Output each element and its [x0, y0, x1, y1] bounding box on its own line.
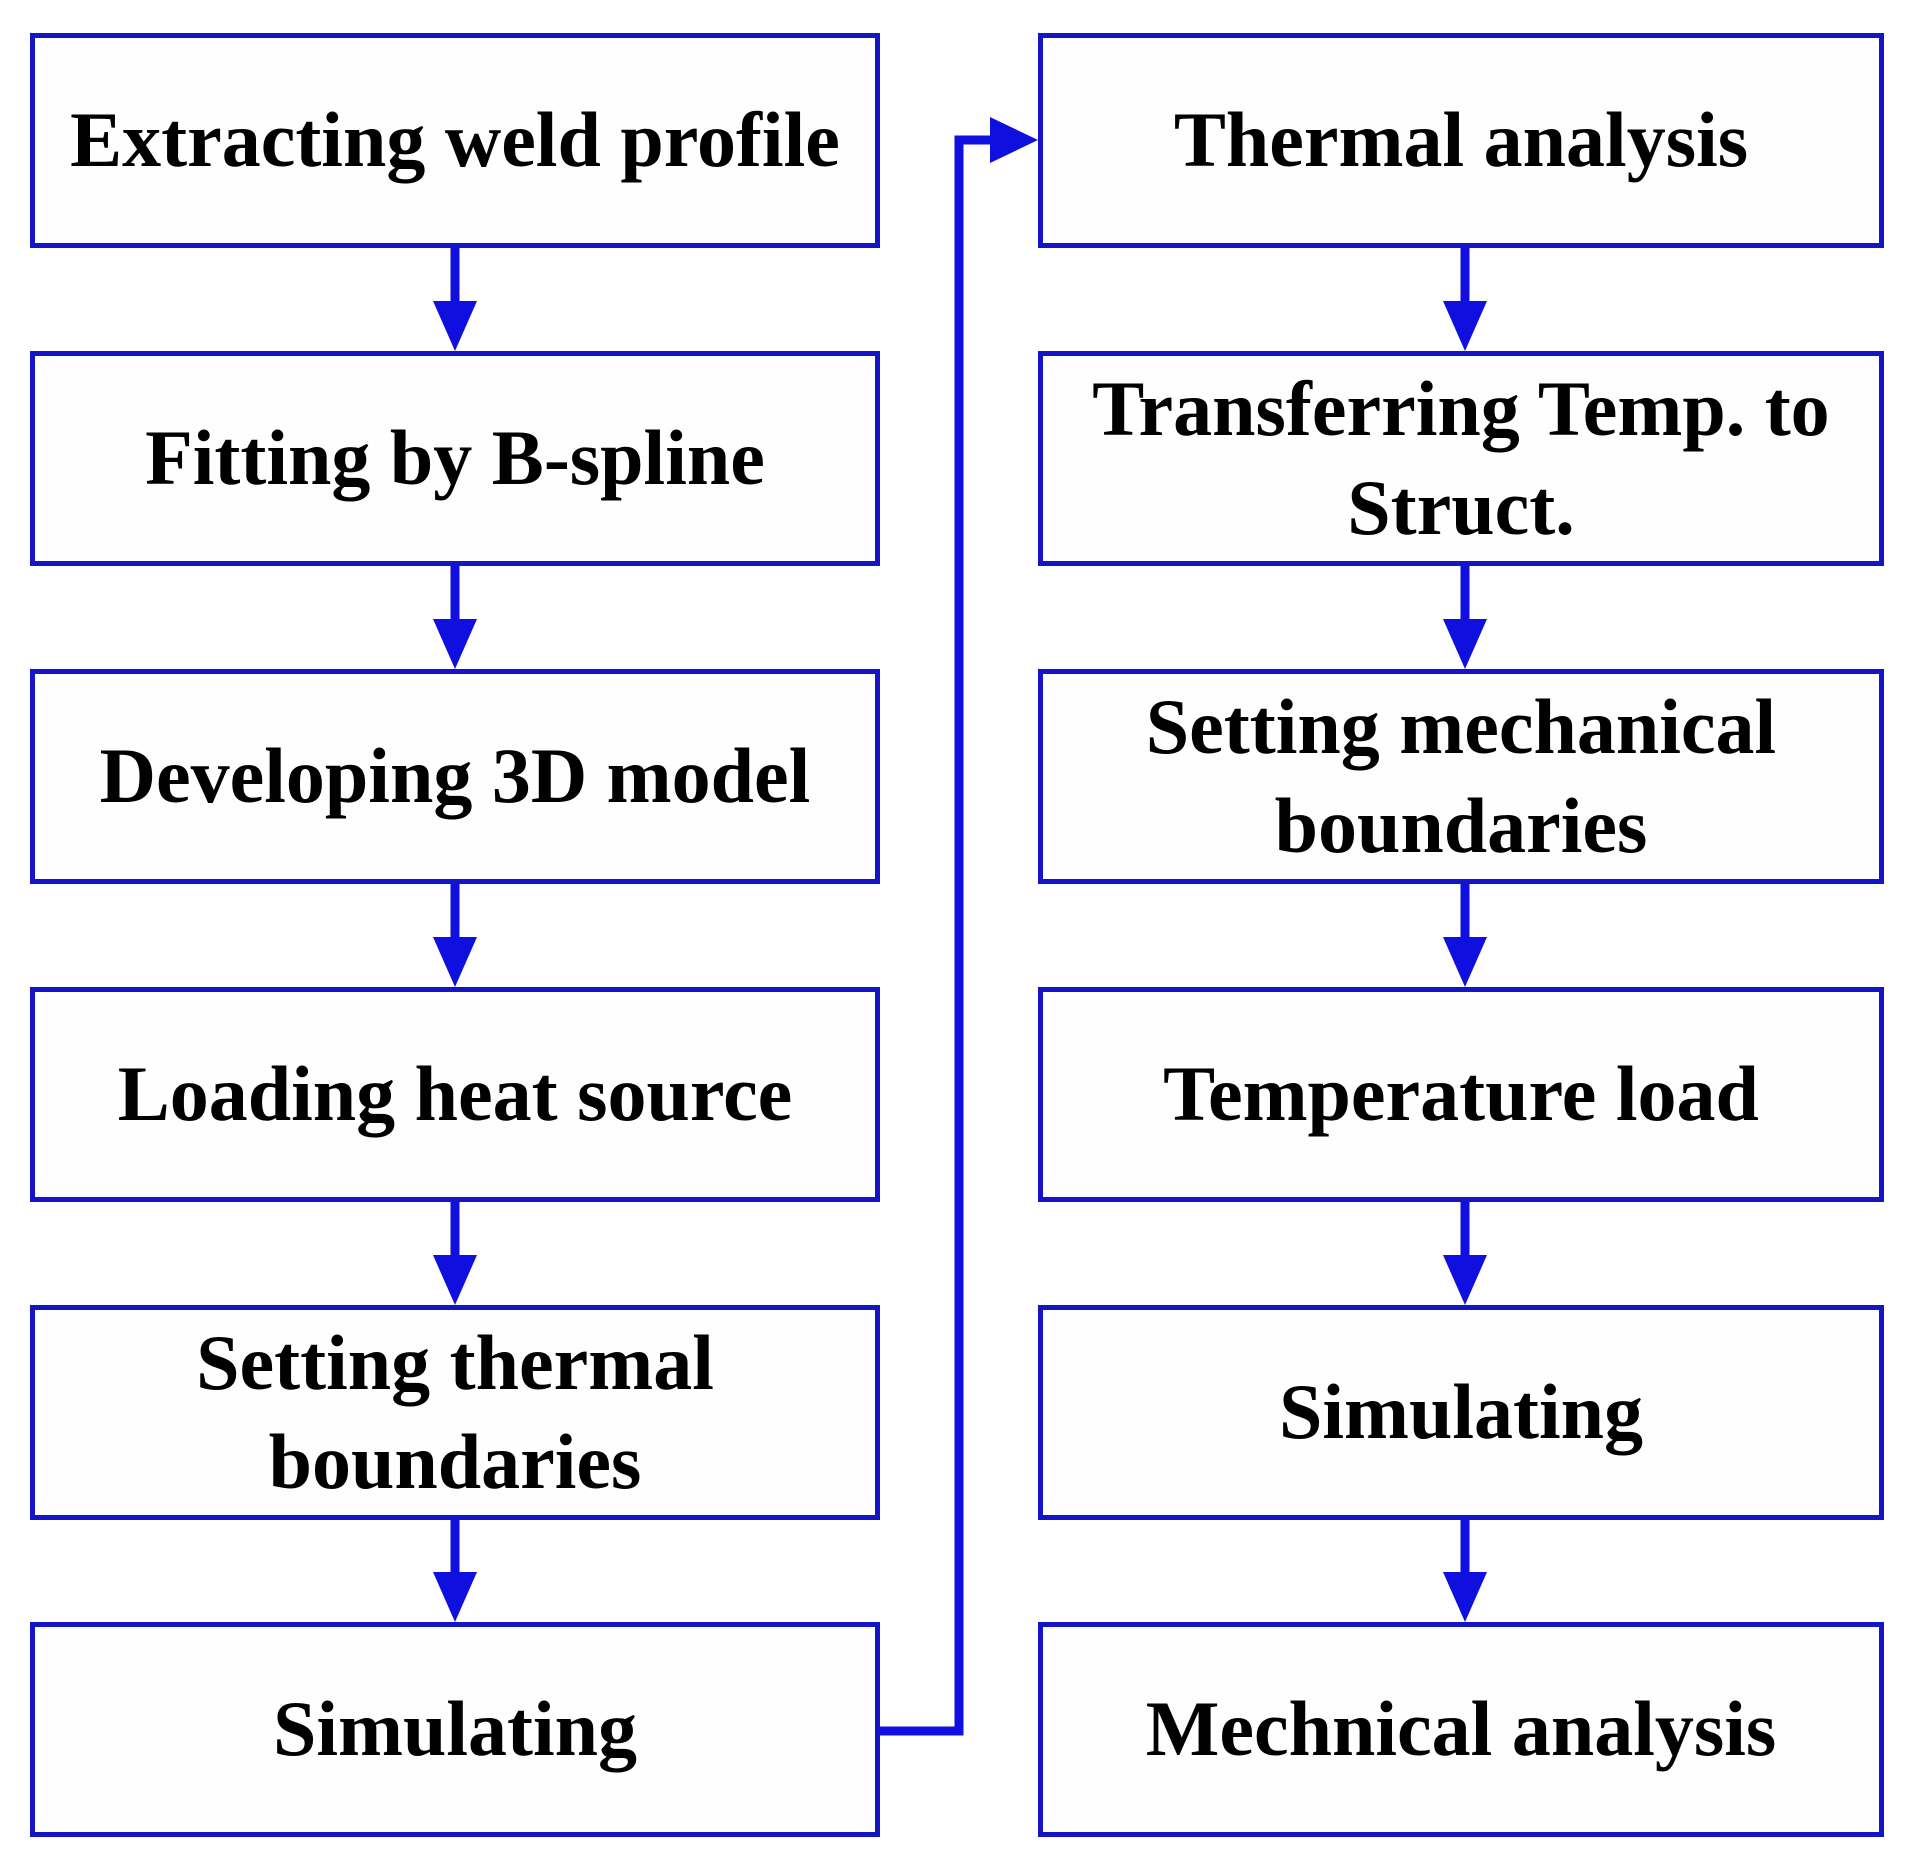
box-label: Fitting by B-spline: [145, 414, 765, 502]
flow-elbow-connector-icon: [878, 117, 1038, 1736]
flow-arrow-down-icon: [1443, 884, 1487, 987]
box-label: Extracting weld profile: [70, 96, 840, 184]
flow-arrow-down-icon: [1443, 1202, 1487, 1305]
flow-box-fitting-b-spline: Fitting by B-spline: [30, 351, 880, 566]
box-label: Mechnical analysis: [1145, 1685, 1777, 1773]
flow-box-thermal-analysis: Thermal analysis: [1038, 33, 1884, 248]
flow-box-simulating-structural: Simulating: [1038, 1305, 1884, 1520]
flow-box-loading-heat-source: Loading heat source: [30, 987, 880, 1202]
flow-arrow-down-icon: [433, 1520, 477, 1622]
flow-box-setting-thermal-boundaries: Setting thermal boundaries: [30, 1305, 880, 1520]
box-label: Loading heat source: [117, 1050, 793, 1138]
box-label: Setting mechanical boundaries: [1145, 683, 1777, 869]
flow-box-setting-mechanical-boundaries: Setting mechanical boundaries: [1038, 669, 1884, 884]
flow-box-extracting-weld-profile: Extracting weld profile: [30, 33, 880, 248]
flow-arrow-down-icon: [433, 884, 477, 987]
flow-box-simulating-thermal: Simulating: [30, 1622, 880, 1837]
flow-arrow-down-icon: [1443, 566, 1487, 669]
box-label: Simulating: [1278, 1368, 1644, 1456]
box-label: Temperature load: [1163, 1050, 1759, 1138]
flow-box-developing-3d-model: Developing 3D model: [30, 669, 880, 884]
box-label: Developing 3D model: [99, 732, 811, 820]
flow-arrow-down-icon: [1443, 248, 1487, 351]
box-label: Setting thermal boundaries: [196, 1319, 714, 1505]
flow-box-transferring-temp-to-struct: Transferring Temp. to Struct.: [1038, 351, 1884, 566]
flow-box-mechnical-analysis: Mechnical analysis: [1038, 1622, 1884, 1837]
flow-arrow-down-icon: [433, 1202, 477, 1305]
box-label: Thermal analysis: [1173, 96, 1749, 184]
box-label: Transferring Temp. to Struct.: [1092, 365, 1830, 551]
flow-arrow-down-icon: [1443, 1520, 1487, 1622]
flow-arrow-down-icon: [433, 248, 477, 351]
flow-box-temperature-load: Temperature load: [1038, 987, 1884, 1202]
flow-arrow-down-icon: [433, 566, 477, 669]
box-label: Simulating: [272, 1685, 638, 1773]
